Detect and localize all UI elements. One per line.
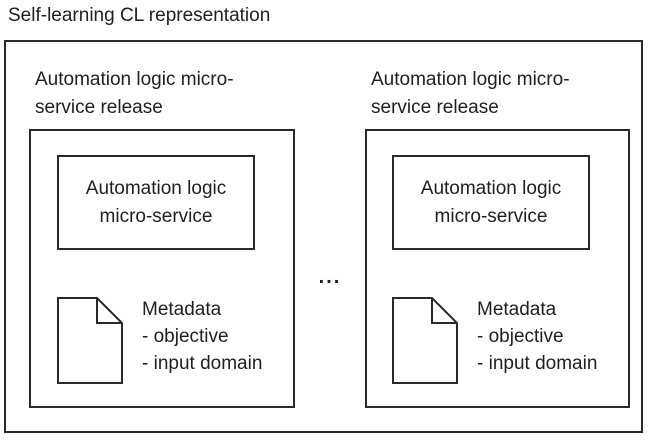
service-box-right-label: Automation logic micro-service — [420, 177, 562, 227]
metadata-item-input-domain: - input domain — [477, 353, 598, 374]
service-box-right: Automation logic micro-service — [392, 155, 590, 250]
release-label-left: Automation logic micro-service release — [35, 69, 234, 118]
metadata-item-objective: - objective — [142, 326, 229, 347]
metadata-block-right: Metadata - objective - input domain — [477, 296, 597, 377]
metadata-item-input-domain: - input domain — [142, 353, 263, 374]
service-box-left: Automation logic micro-service — [57, 155, 255, 250]
service-box-left-label: Automation logic micro-service — [85, 177, 227, 227]
more-releases-ellipsis: ... — [318, 266, 342, 288]
document-icon — [57, 297, 123, 384]
metadata-title: Metadata — [477, 299, 557, 320]
metadata-item-objective: - objective — [477, 326, 564, 347]
document-icon — [392, 297, 458, 384]
metadata-block-left: Metadata - objective - input domain — [142, 296, 262, 377]
metadata-title: Metadata — [142, 299, 222, 320]
diagram-title: Self-learning CL representation — [8, 5, 271, 26]
release-label-right: Automation logic micro-service release — [371, 69, 570, 118]
